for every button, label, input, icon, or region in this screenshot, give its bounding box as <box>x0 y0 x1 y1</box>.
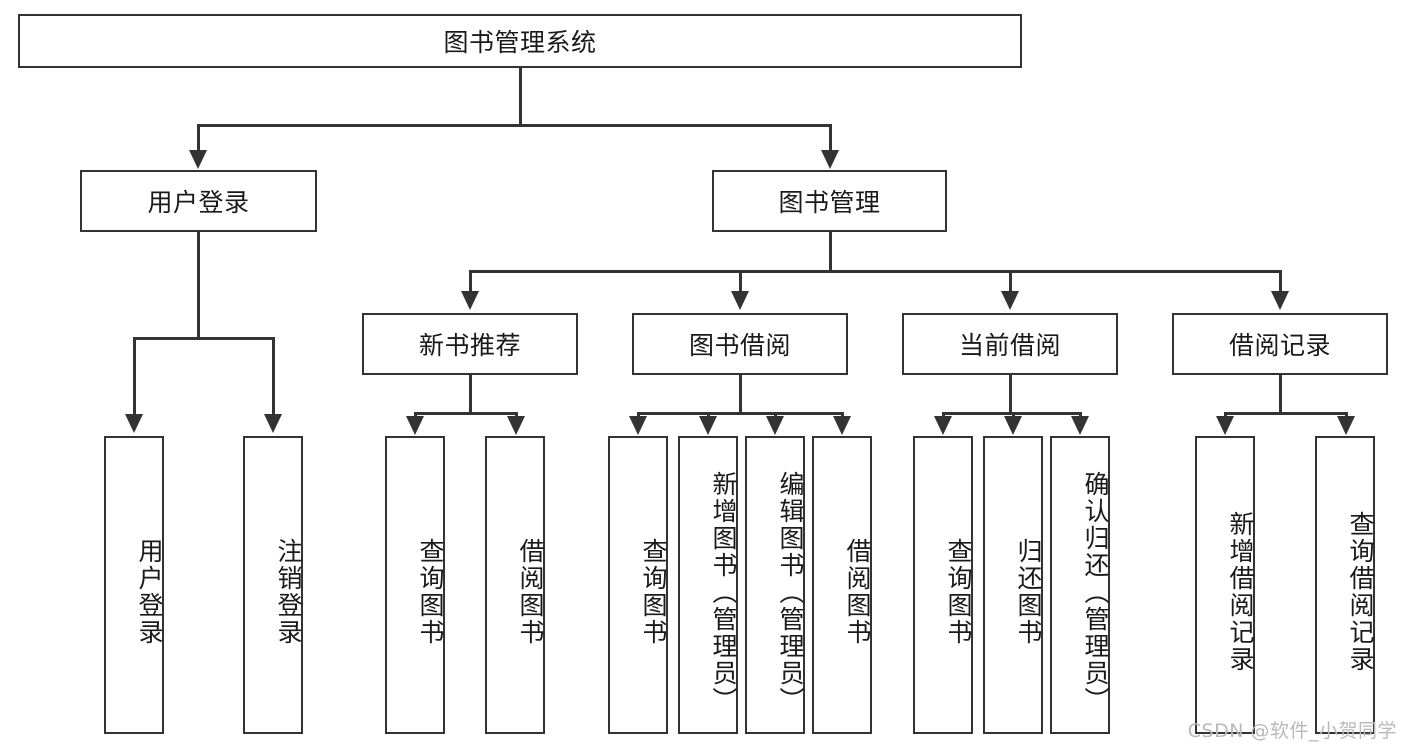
node-label: 新书推荐 <box>418 331 521 360</box>
arrow-br-query <box>1337 416 1355 435</box>
arrow-bb-edit <box>766 416 784 435</box>
leaf-cb-return-book[interactable]: 归还图书 <box>983 436 1043 734</box>
edge-drop-nb-query <box>414 412 417 418</box>
arrow-bb-borrow <box>833 416 851 435</box>
node-label: 查询图书 <box>416 538 445 646</box>
edge-root-stem <box>519 68 522 124</box>
edge-current-borrow-bus <box>942 412 1081 415</box>
edge-drop-book-manage <box>829 124 832 152</box>
watermark-text: CSDN @软件_小贺同学 <box>1187 720 1397 742</box>
edge-drop-current-borrow <box>1009 270 1012 293</box>
arrow-nb-borrow <box>507 416 525 435</box>
leaf-bb-add-book[interactable]: 新增图书（管理员） <box>678 436 738 734</box>
node-borrow-record[interactable]: 借阅记录 <box>1172 313 1388 375</box>
node-label: 确认归还（管理员） <box>1081 470 1110 714</box>
arrow-book-borrow <box>731 291 749 310</box>
edge-drop-bb-edit <box>774 412 777 418</box>
edge-new-books-stem <box>469 375 472 412</box>
node-book-borrow[interactable]: 图书借阅 <box>632 313 848 375</box>
node-label: 借阅图书 <box>843 538 872 646</box>
edge-drop-cb-return <box>1012 412 1015 418</box>
edge-drop-bb-query <box>637 412 640 418</box>
edge-drop-cb-confirm <box>1079 412 1082 418</box>
edge-book-borrow-bus <box>637 412 843 415</box>
arrow-user-login <box>189 150 207 169</box>
edge-drop-bb-add <box>707 412 710 418</box>
leaf-nb-borrow-book[interactable]: 借阅图书 <box>485 436 545 734</box>
arrow-nb-query <box>406 416 424 435</box>
leaf-br-query-record[interactable]: 查询借阅记录 <box>1315 436 1375 734</box>
edge-current-borrow-stem <box>1009 375 1012 412</box>
node-label: 查询图书 <box>639 538 668 646</box>
node-label: 图书管理系统 <box>443 28 597 57</box>
node-label: 归还图书 <box>1014 538 1043 646</box>
node-label: 借阅图书 <box>516 538 545 646</box>
node-label: 用户登录 <box>135 538 164 646</box>
leaf-bb-query-book[interactable]: 查询图书 <box>608 436 668 734</box>
arrow-cb-return <box>1004 416 1022 435</box>
arrow-current-borrow <box>1001 291 1019 310</box>
node-label: 图书管理 <box>778 188 881 217</box>
arrow-bb-query <box>629 416 647 435</box>
edge-borrow-record-stem <box>1279 375 1282 412</box>
edge-book-manage-stem <box>829 232 832 270</box>
node-label: 查询图书 <box>944 538 973 646</box>
leaf-cb-query-book[interactable]: 查询图书 <box>913 436 973 734</box>
node-user-login[interactable]: 用户登录 <box>80 170 317 232</box>
node-label: 用户登录 <box>147 188 250 217</box>
edge-drop-borrow-record <box>1279 270 1282 293</box>
edge-book-borrow-stem <box>739 375 742 412</box>
leaf-cb-confirm-return[interactable]: 确认归还（管理员） <box>1050 436 1110 734</box>
node-label: 注销登录 <box>274 538 303 646</box>
node-label: 新增借阅记录 <box>1226 511 1255 673</box>
edge-new-books-bus <box>414 412 518 415</box>
edge-user-login-bus <box>133 337 275 340</box>
edge-drop-br-query <box>1345 412 1348 418</box>
leaf-br-add-record[interactable]: 新增借阅记录 <box>1195 436 1255 734</box>
arrow-cb-query <box>934 416 952 435</box>
leaf-logout[interactable]: 注销登录 <box>243 436 303 734</box>
edge-drop-br-add <box>1224 412 1227 418</box>
edge-drop-nb-borrow <box>515 412 518 418</box>
leaf-bb-edit-book[interactable]: 编辑图书（管理员） <box>745 436 805 734</box>
node-label: 借阅记录 <box>1228 331 1331 360</box>
arrow-new-books <box>461 291 479 310</box>
node-book-manage[interactable]: 图书管理 <box>712 170 947 232</box>
node-root[interactable]: 图书管理系统 <box>18 14 1022 68</box>
edge-drop-cb-query <box>942 412 945 418</box>
edge-level2-bus <box>197 124 831 127</box>
leaf-user-login[interactable]: 用户登录 <box>104 436 164 734</box>
arrow-leaf-user-login <box>125 414 143 433</box>
node-label: 新增图书（管理员） <box>709 470 738 714</box>
node-new-books[interactable]: 新书推荐 <box>362 313 578 375</box>
edge-drop-book-borrow <box>739 270 742 293</box>
arrow-br-add <box>1216 416 1234 435</box>
arrow-borrow-record <box>1271 291 1289 310</box>
leaf-bb-borrow-book[interactable]: 借阅图书 <box>812 436 872 734</box>
edge-drop-leaf-logout <box>272 337 275 416</box>
node-label: 编辑图书（管理员） <box>776 470 805 714</box>
node-label: 图书借阅 <box>688 331 791 360</box>
arrow-bb-add <box>699 416 717 435</box>
arrow-leaf-logout <box>264 414 282 433</box>
edge-drop-leaf-user-login <box>133 337 136 416</box>
edge-drop-new-books <box>469 270 472 293</box>
edge-drop-user-login <box>197 124 200 152</box>
edge-level3-bus <box>469 270 1281 273</box>
edge-drop-bb-borrow <box>841 412 844 418</box>
node-label: 当前借阅 <box>958 331 1061 360</box>
node-label: 查询借阅记录 <box>1346 511 1375 673</box>
edge-borrow-record-bus <box>1224 412 1348 415</box>
node-current-borrow[interactable]: 当前借阅 <box>902 313 1118 375</box>
leaf-nb-query-book[interactable]: 查询图书 <box>385 436 445 734</box>
arrow-cb-confirm <box>1071 416 1089 435</box>
arrow-book-manage <box>821 150 839 169</box>
edge-user-login-stem <box>197 232 200 337</box>
